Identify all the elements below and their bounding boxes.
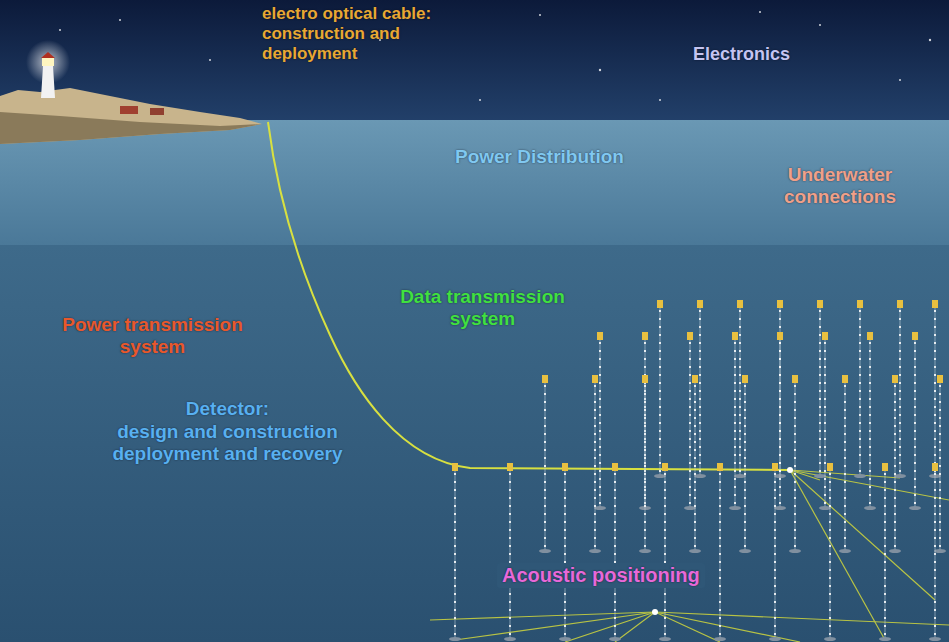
callout-label: Data transmission system bbox=[380, 286, 585, 330]
callout-label: Underwater connections bbox=[765, 164, 915, 208]
callout-label: design and construction deployment and r… bbox=[95, 421, 360, 465]
callout-label: Power transmission system bbox=[45, 314, 260, 358]
callout-label: electro optical cable: construction and … bbox=[262, 4, 477, 64]
callout-label: Acoustic positioning bbox=[497, 563, 705, 588]
callout-label: Power Distribution bbox=[455, 146, 624, 168]
callout-label: Electronics bbox=[693, 44, 790, 65]
callout-label: Detector: bbox=[95, 398, 360, 420]
